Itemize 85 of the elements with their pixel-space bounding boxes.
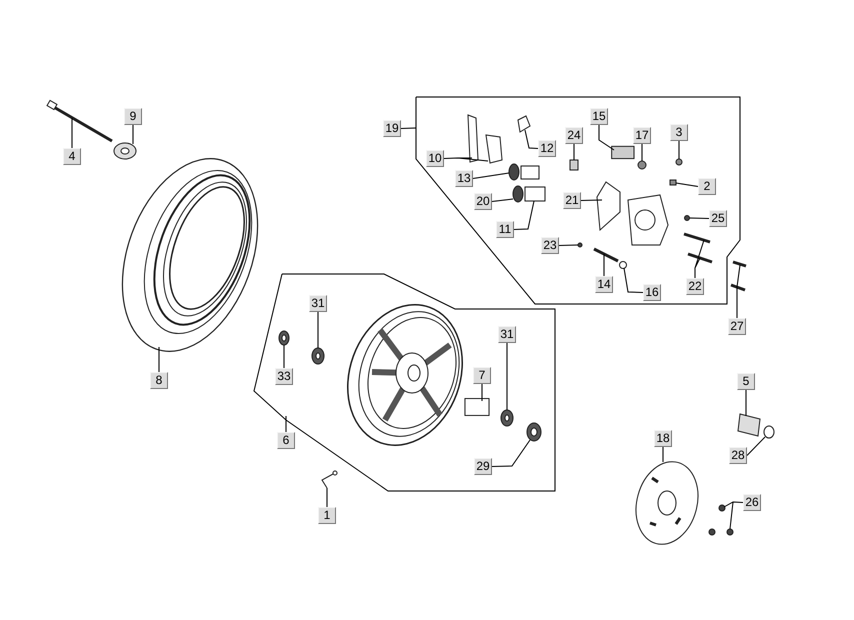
leader-line xyxy=(158,346,160,372)
brake-pad-drawing xyxy=(467,114,503,164)
leader-line xyxy=(326,488,328,508)
callout-number: 20 xyxy=(474,193,492,210)
bolt-drawing xyxy=(593,248,619,262)
seal-ring-drawing xyxy=(512,186,524,202)
callout-number: 17 xyxy=(633,127,651,144)
callout-number: 8 xyxy=(150,372,168,389)
leader-line xyxy=(132,124,134,144)
callout-number: 24 xyxy=(565,127,583,144)
leader-line xyxy=(524,130,538,149)
callout-number: 4 xyxy=(63,148,81,165)
bearing-drawing xyxy=(500,410,514,426)
callout-number: 31 xyxy=(309,295,327,312)
bracket-drawing xyxy=(596,181,620,232)
collar-drawing xyxy=(764,426,774,438)
valve-drawing xyxy=(321,470,338,488)
callout-number: 10 xyxy=(426,150,444,167)
callout-number: 28 xyxy=(729,447,747,464)
nut-drawing xyxy=(638,160,646,170)
callout-number: 19 xyxy=(383,120,401,137)
callout-number: 22 xyxy=(686,278,704,295)
leader-line xyxy=(506,342,508,410)
bleed-screw-drawing xyxy=(676,158,682,166)
leader-line xyxy=(472,172,510,179)
washer-drawing xyxy=(619,261,627,269)
leader-line xyxy=(724,502,744,530)
nut-drawing xyxy=(684,215,690,221)
leader-line xyxy=(736,264,740,318)
callout-number: 13 xyxy=(455,170,473,187)
callout-number: 29 xyxy=(474,458,492,475)
leader-line xyxy=(400,128,416,129)
leader-line xyxy=(678,140,680,160)
leader-line xyxy=(492,198,514,202)
callout-number: 23 xyxy=(541,237,559,254)
leader-line xyxy=(746,436,766,456)
bearing-drawing xyxy=(312,348,324,364)
callout-number: 21 xyxy=(563,192,581,209)
callout-number: 18 xyxy=(654,430,672,447)
callout-number: 31 xyxy=(498,326,516,343)
leader-line xyxy=(492,440,530,467)
callout-number: 6 xyxy=(277,432,295,449)
leader-line xyxy=(694,240,704,278)
callout-number: 2 xyxy=(698,178,716,195)
callout-number: 12 xyxy=(538,140,556,157)
piston-drawing xyxy=(520,166,546,202)
tire-drawing xyxy=(122,158,258,352)
seal-drawing xyxy=(278,330,290,346)
spring-clip-drawing xyxy=(517,115,531,133)
callout-number: 27 xyxy=(728,318,746,335)
callout-number: 15 xyxy=(590,108,608,125)
leader-line xyxy=(676,182,698,187)
axle-drawing xyxy=(46,100,113,142)
callout-number: 9 xyxy=(124,108,142,125)
pin-drawing xyxy=(684,232,712,264)
seal-drawing xyxy=(526,422,542,442)
bolt-drawing xyxy=(611,146,635,160)
callout-number: 33 xyxy=(275,368,293,385)
leader-line xyxy=(514,200,534,230)
spacer-drawing xyxy=(464,398,490,416)
bolt-drawing xyxy=(730,260,746,292)
leader-line xyxy=(558,244,578,246)
leader-line xyxy=(662,446,664,462)
callout-number: 16 xyxy=(643,284,661,301)
callout-number: 3 xyxy=(670,124,688,141)
seal-ring-drawing xyxy=(508,164,520,180)
callout-number: 25 xyxy=(709,210,727,227)
bolt-drawing xyxy=(708,504,734,536)
leader-line xyxy=(689,218,710,219)
callout-number: 11 xyxy=(496,221,514,238)
callout-number: 26 xyxy=(743,494,761,511)
callout-number: 5 xyxy=(737,373,755,390)
leader-line xyxy=(598,124,614,150)
leader-line xyxy=(444,158,488,162)
brake-disc-drawing xyxy=(636,461,698,545)
leader-line xyxy=(580,200,602,201)
hub-drawing xyxy=(737,413,761,437)
callout-number: 7 xyxy=(473,367,491,384)
bolt-drawing xyxy=(570,160,578,170)
callout-number: 1 xyxy=(318,507,336,524)
leader-line xyxy=(624,268,644,293)
cap-drawing xyxy=(670,180,676,186)
callout-number: 14 xyxy=(595,276,613,293)
nut-drawing xyxy=(114,142,136,160)
washer-drawing xyxy=(578,242,582,248)
